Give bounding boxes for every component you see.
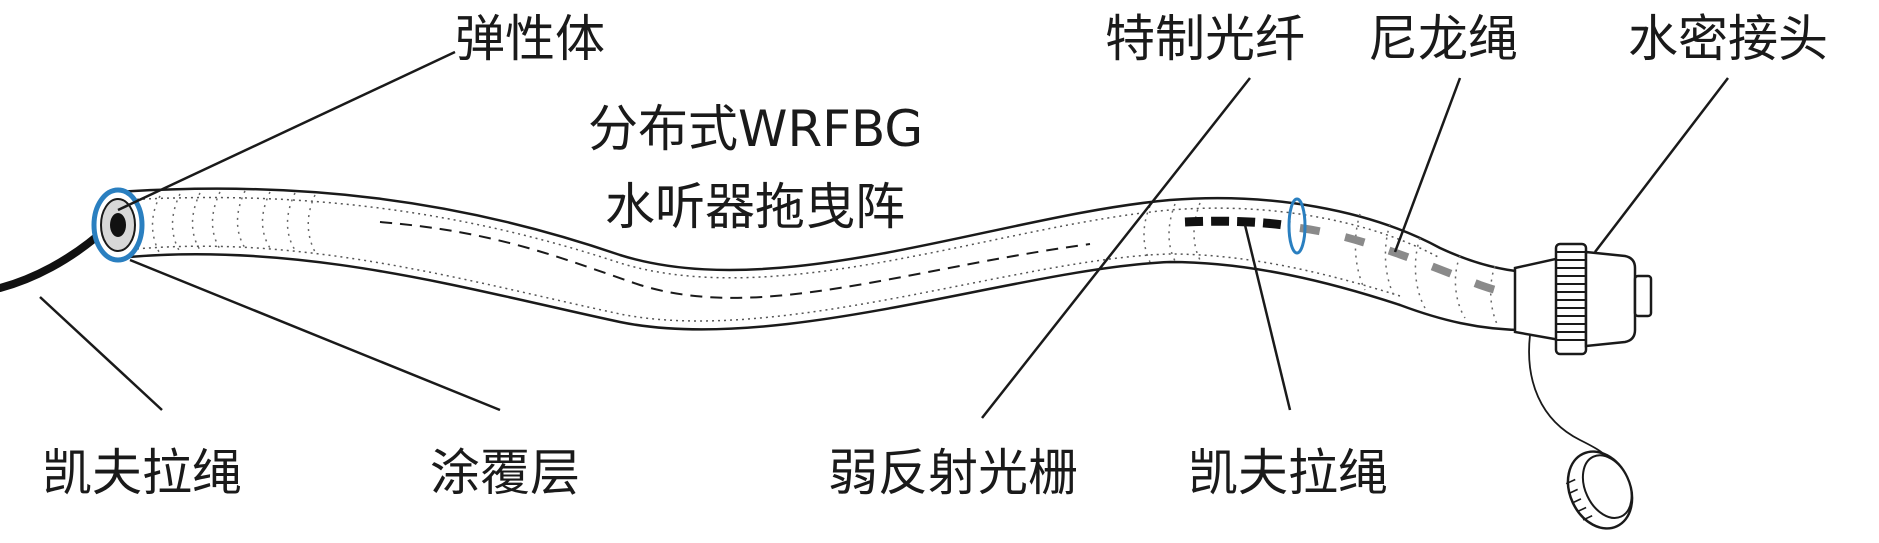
- leader-lines: [39, 50, 1729, 419]
- hose-inner-outline-bottom: [124, 245, 1401, 322]
- leader-weak-grating-kevlar: [1243, 224, 1292, 411]
- label-kevlar-left: 凯夫拉绳: [42, 444, 242, 502]
- label-watertight-connector: 水密接头: [1628, 10, 1828, 68]
- hose-inner-outline: [124, 196, 1441, 279]
- hose-ribs-right: [1143, 202, 1499, 327]
- label-coating: 涂覆层: [430, 444, 580, 502]
- leader-coating: [129, 258, 501, 412]
- leader-connector: [1594, 77, 1729, 253]
- label-special-fiber: 特制光纤: [1105, 10, 1305, 68]
- leader-special-fiber: [981, 77, 1251, 419]
- label-elastomer: 弹性体: [455, 10, 605, 68]
- blue-ring-mid: [1287, 197, 1307, 255]
- label-kevlar-right: 凯夫拉绳: [1188, 444, 1388, 502]
- label-weak-grating: 弱反射光栅: [828, 444, 1078, 502]
- weak-grating-segment: [1184, 216, 1291, 231]
- title-line-2: 水听器拖曳阵: [605, 178, 905, 236]
- leader-nylon-rope: [1393, 77, 1462, 253]
- end-cap-core: [110, 213, 126, 237]
- fiber-dashed-middle: [379, 221, 1091, 299]
- leader-kevlar-left: [39, 296, 163, 411]
- leader-elastomer: [117, 50, 456, 212]
- watertight-connector: [1513, 242, 1653, 356]
- dust-cap: [1565, 450, 1634, 530]
- label-nylon-rope: 尼龙绳: [1368, 10, 1518, 68]
- title-line-1: 分布式WRFBG: [588, 100, 924, 158]
